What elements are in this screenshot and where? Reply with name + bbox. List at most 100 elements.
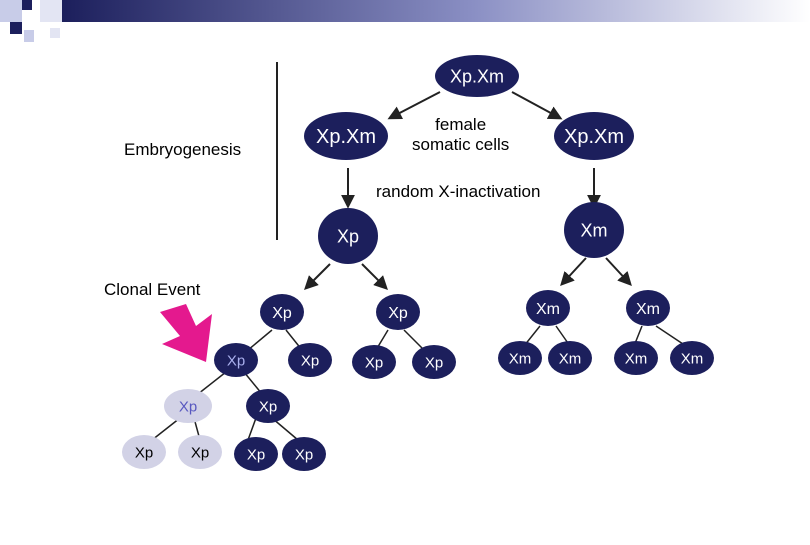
gen3-node-1-label: Xp <box>227 352 245 369</box>
gen2-node-1: Xp <box>260 294 304 330</box>
gen3-node-1-shape <box>214 343 258 377</box>
tree-line <box>403 329 425 351</box>
tree-line <box>247 417 257 441</box>
gen4-node-1-label: Xp <box>179 398 197 415</box>
left-parent-node: Xp.Xm <box>304 112 388 160</box>
tree-line <box>243 371 263 395</box>
gen3-node-2-label: Xp <box>301 352 319 369</box>
arrow-root-to-left-parent <box>387 91 441 120</box>
gen3-node-1: Xp <box>214 343 258 377</box>
gen2-node-4: Xm <box>626 290 670 326</box>
arrow-xm-to-right <box>605 257 632 287</box>
corner-block-2 <box>22 0 32 10</box>
embryogenesis-label: Embryogenesis <box>124 140 242 159</box>
gen3-node-4: Xp <box>412 345 456 379</box>
gen3-node-8-label: Xm <box>681 350 704 367</box>
female-somatic-cells-label: female somatic cells <box>412 115 509 155</box>
arrow-xm-to-left <box>560 257 587 287</box>
arrow-xp-to-right <box>361 263 388 290</box>
tree-line <box>247 329 273 351</box>
gen3-node-7: Xm <box>614 341 658 375</box>
gen2-node-4-label: Xm <box>636 301 660 318</box>
corner-block-4 <box>40 0 62 22</box>
left-parent-node-shape <box>304 112 388 160</box>
gen5-node-1: Xp <box>122 435 166 469</box>
clonal-event-label: Clonal Event <box>104 280 201 299</box>
gen5-node-2-shape <box>178 435 222 469</box>
gen5-node-4-shape <box>282 437 326 471</box>
somatic-cells-text: somatic cells <box>412 135 510 154</box>
gen4-node-1-shape <box>164 389 212 423</box>
gen5-node-1-label: Xp <box>135 444 153 461</box>
gen5-node-1-shape <box>122 435 166 469</box>
root-node-shape <box>435 55 519 97</box>
gen3-node-8-shape <box>670 341 714 375</box>
gen4-node-1: Xp <box>164 389 212 423</box>
corner-block-3 <box>10 22 22 34</box>
gen3-node-7-shape <box>614 341 658 375</box>
random-x-inactivation-label: random X-inactivation <box>376 182 541 201</box>
gen3-node-3: Xp <box>352 345 396 379</box>
gen3-node-6-label: Xm <box>559 350 582 367</box>
gen3-node-2-shape <box>288 343 332 377</box>
root-node-label: Xp.Xm <box>450 66 504 86</box>
gen5-node-4-label: Xp <box>295 446 313 463</box>
gen3-node-2: Xp <box>288 343 332 377</box>
gen5-node-3-shape <box>234 437 278 471</box>
arrow-root-to-right-parent <box>511 91 563 120</box>
right-parent-node-label: Xp.Xm <box>564 126 624 148</box>
inactivated-xp-node: Xp <box>318 208 378 264</box>
gen2-node-1-shape <box>260 294 304 330</box>
gen3-node-6-shape <box>548 341 592 375</box>
gen5-node-3: Xp <box>234 437 278 471</box>
clonal-event-arrow <box>160 304 212 362</box>
gen3-node-5-label: Xm <box>509 350 532 367</box>
gen3-node-4-shape <box>412 345 456 379</box>
gen2-node-2-label: Xp <box>388 305 408 322</box>
gen2-node-3-label: Xm <box>536 301 560 318</box>
gen5-node-2: Xp <box>178 435 222 469</box>
gen3-node-5-shape <box>498 341 542 375</box>
gen3-node-8: Xm <box>670 341 714 375</box>
inactivated-xm-node-label: Xm <box>581 220 608 240</box>
corner-block-1 <box>0 0 22 22</box>
arrow-xp-to-left <box>304 263 331 290</box>
right-parent-node: Xp.Xm <box>554 112 634 160</box>
inactivated-xm-node: Xm <box>564 202 624 258</box>
inactivated-xp-node-label: Xp <box>337 226 359 246</box>
tree-line <box>655 325 687 347</box>
gen2-node-2: Xp <box>376 294 420 330</box>
tree-line <box>151 417 181 441</box>
gen3-node-4-label: Xp <box>425 354 443 371</box>
left-parent-node-label: Xp.Xm <box>316 126 376 148</box>
corner-block-6 <box>50 28 60 38</box>
gen5-node-3-label: Xp <box>247 446 265 463</box>
gen4-node-2-shape <box>246 389 290 423</box>
female-text: female <box>435 115 487 134</box>
gen3-node-3-label: Xp <box>365 354 383 371</box>
gen2-node-1-label: Xp <box>272 305 292 322</box>
gen3-node-3-shape <box>352 345 396 379</box>
corner-block-5 <box>24 30 34 42</box>
gen3-node-6: Xm <box>548 341 592 375</box>
root-node: Xp.Xm <box>435 55 519 97</box>
right-parent-node-shape <box>554 112 634 160</box>
tree-line <box>197 371 227 395</box>
corner-decoration <box>0 0 810 42</box>
inactivated-xp-node-shape <box>318 208 378 264</box>
gen3-node-7-label: Xm <box>625 350 648 367</box>
gen2-node-4-shape <box>626 290 670 326</box>
gen3-node-5: Xm <box>498 341 542 375</box>
corner-gradient-bar <box>62 0 810 22</box>
inactivated-xm-node-shape <box>564 202 624 258</box>
gen2-node-3: Xm <box>526 290 570 326</box>
gen2-node-2-shape <box>376 294 420 330</box>
gen5-node-2-label: Xp <box>191 444 209 461</box>
gen5-node-4: Xp <box>282 437 326 471</box>
gen2-node-3-shape <box>526 290 570 326</box>
tree-lines <box>151 325 687 441</box>
gen4-node-2-label: Xp <box>259 398 277 415</box>
